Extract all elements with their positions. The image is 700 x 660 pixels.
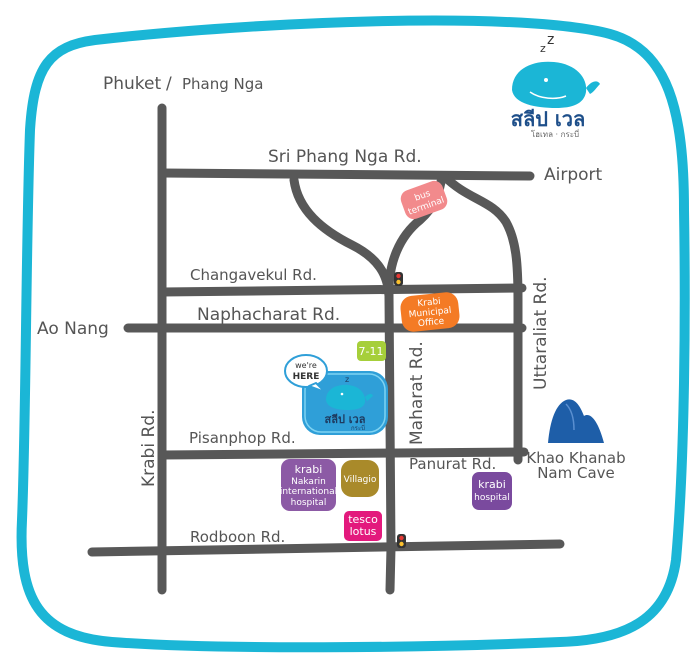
road-label-pisanphop: Pisanphop Rd. [189,429,296,447]
changavekul-road-line [157,283,527,297]
poi-municipal-office-line2: Municipal [408,306,452,320]
region-label-phang-nga: Phang Nga [182,75,263,93]
here-marker-name: สลีป เวล [325,413,366,426]
uttaraliat-road-line [439,171,523,465]
poi-we-are-here: z สลีป เวล กระบี่ we're HERE [284,354,388,435]
poi-municipal-office-line3: Office [418,317,446,330]
road-label-changavekul: Changavekul Rd. [190,266,317,284]
hotel-logo: z z สลีป เวล โฮเทล · กระบี่ [511,32,600,139]
speech-bubble-line1: we're [295,361,317,370]
poi-nakarin-line4: hospital [291,498,327,508]
poi-cave: Khao Khanab Nam Cave [526,399,626,482]
region-label-separator: / [166,74,172,94]
road-label-maharat: Maharat Rd. [407,341,427,445]
road-label-rodboon: Rodboon Rd. [190,528,285,546]
roads [87,103,565,595]
pisanphop-road-line [157,447,529,460]
poi-seven-eleven-label: 7-11 [359,345,384,358]
poi-seven-eleven: 7-11 [357,341,386,361]
region-label-ao-nang: Ao Nang [37,319,109,339]
traffic-light-icon [397,534,406,548]
poi-krabi-hospital-line1: krabi [478,478,506,491]
region-label-phuket: Phuket [103,74,161,94]
poi-municipal-office: Krabi Municipal Office [400,292,460,332]
poi-tesco-line1: tesco [348,513,378,526]
sri-phang-nga-road-line [157,168,535,181]
hotel-logo-tagline: โฮเทล · กระบี่ [531,128,579,139]
region-label-airport: Airport [544,165,603,185]
road-label-naphacharat: Naphacharat Rd. [197,305,340,325]
whale-logo-icon: z z [512,32,600,108]
poi-nakarin-line2: Nakarin [291,477,326,487]
road-label-uttaraliat: Uttaraliat Rd. [531,276,551,390]
whale-logo-icon: z [326,375,373,410]
poi-nakarin-hospital: krabi Nakarin international hospital [280,459,337,511]
speech-bubble-line2: HERE [293,372,320,382]
poi-krabi-hospital-line2: hospital [474,493,510,503]
poi-nakarin-line3: international [280,487,337,497]
road-label-sri-phang-nga: Sri Phang Nga Rd. [268,147,422,167]
poi-tesco-lotus: tesco lotus [344,511,382,541]
svg-text:z: z [345,375,349,384]
svg-text:z: z [540,42,546,55]
speech-bubble: we're HERE [284,354,328,393]
poi-cave-line1: Khao Khanab [526,449,625,467]
poi-cave-line2: Nam Cave [537,464,615,482]
here-marker-tagline: กระบี่ [351,424,365,432]
poi-nakarin-line1: krabi [295,463,323,476]
poi-villagio-label: Villagio [344,475,377,485]
hotel-logo-name: สลีป เวล [511,107,585,131]
mountain-icon [548,399,604,443]
poi-villagio: Villagio [341,460,379,497]
road-label-panurat: Panurat Rd. [409,455,496,473]
traffic-light-icon [394,272,403,286]
map-frame [16,15,690,653]
road-label-krabi: Krabi Rd. [139,410,159,487]
poi-krabi-hospital: krabi hospital [472,472,512,510]
svg-text:z: z [547,32,554,48]
poi-municipal-office-line1: Krabi [417,297,441,309]
rodboon-road-line [87,539,565,557]
poi-tesco-line2: lotus [350,525,377,538]
